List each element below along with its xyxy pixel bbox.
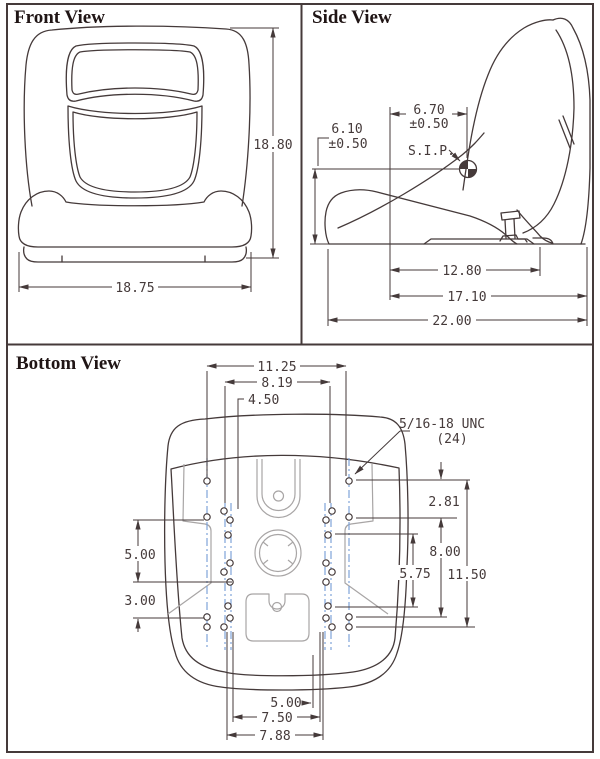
dim-right-overall: 11.50 (447, 568, 486, 583)
dim-bottom-span-center: 4.50 (248, 393, 279, 408)
dim-bottom-span-inner: 8.19 (261, 376, 292, 391)
side-view-title: Side View (312, 7, 392, 28)
sip-label: S.I.P. (408, 144, 455, 159)
mounting-holes (203, 477, 353, 631)
front-seat-drawing (17, 25, 253, 263)
front-view-title: Front View (14, 7, 105, 28)
dim-bottom-span-outer: 11.25 (257, 360, 296, 375)
bottom-view-panel: Bottom View (16, 353, 490, 744)
dim-right-mid: 8.00 (429, 545, 460, 560)
thread-qty-label: (24) (436, 432, 467, 447)
panel-borders (6, 3, 594, 753)
dim-sip-setback: 6.70 (413, 103, 444, 118)
dim-sip-height-tol: ±0.50 (328, 137, 367, 152)
dim-right-top: 2.81 (428, 495, 459, 510)
side-dimensions: 6.70 ±0.50 6.10 ±0.50 S.I.P. 12.80 17.10 (310, 102, 588, 329)
dim-left-upper: 5.00 (124, 548, 155, 563)
dim-left-lower: 3.00 (124, 594, 155, 609)
dim-side-depth: 17.10 (447, 290, 486, 305)
dim-side-rail: 12.80 (442, 264, 481, 279)
dim-front-width: 18.75 (115, 281, 154, 296)
dim-right-inner: 5.75 (399, 567, 430, 582)
sip-symbol (458, 159, 478, 179)
dim-side-overall: 22.00 (432, 314, 471, 329)
dim-bottom-inner: 5.00 (270, 696, 301, 711)
dim-bottom-outer: 7.88 (259, 729, 290, 744)
bottom-view-title: Bottom View (16, 353, 121, 374)
thread-spec-label: 5/16-18 UNC (399, 417, 485, 432)
side-seat-drawing (324, 17, 591, 245)
outer-border (6, 3, 594, 753)
front-dimensions: 18.80 18.75 (18, 27, 294, 296)
dim-sip-height: 6.10 (331, 122, 362, 137)
bottom-pan-details (167, 459, 389, 642)
dim-front-height: 18.80 (253, 138, 292, 153)
dim-sip-setback-tol: ±0.50 (409, 117, 448, 132)
bottom-dimensions: 11.25 8.19 4.50 5/16-18 UNC (24) 2.81 8.… (120, 359, 490, 744)
side-view-panel: Side View (310, 7, 591, 329)
dim-bottom-mid: 7.50 (261, 711, 292, 726)
front-view-panel: Front View 18.80 18.75 (14, 7, 294, 296)
bottom-seat-outline (163, 413, 409, 691)
